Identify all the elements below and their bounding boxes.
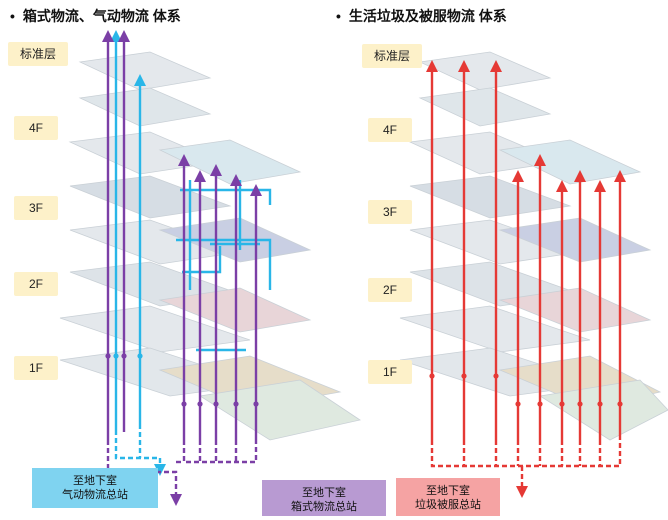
right-floor-label-3f: 3F	[368, 200, 412, 224]
bullet: •	[10, 8, 15, 24]
left-floor-label-1f: 1F	[14, 356, 58, 380]
callout-waste-line2: 垃圾被服总站	[415, 499, 481, 511]
right-nodes	[429, 373, 623, 407]
right-floor-label-2f: 2F	[368, 278, 412, 302]
right-panel-title: • 生活垃圾及被服物流 体系	[336, 6, 507, 26]
right-floor-label-standard: 标准层	[362, 44, 422, 68]
pneumatic-lines	[110, 30, 272, 476]
right-title-text: 生活垃圾及被服物流 体系	[348, 8, 507, 24]
right-floor-label-1f: 1F	[368, 360, 412, 384]
left-blue-nodes	[113, 353, 143, 359]
right-building	[399, 51, 668, 441]
callout-box-line2: 箱式物流总站	[291, 501, 357, 513]
left-floor-label-3f: 3F	[14, 196, 58, 220]
bullet: •	[336, 8, 341, 24]
callout-box-station: 至地下室 箱式物流总站	[262, 480, 386, 516]
callout-waste-station: 至地下室 垃圾被服总站	[396, 478, 500, 516]
callout-pneumatic-line2: 气动物流总站	[62, 489, 128, 501]
left-building	[59, 51, 362, 441]
left-floor-label-4f: 4F	[14, 116, 58, 140]
left-floor-label-2f: 2F	[14, 272, 58, 296]
left-floor-label-standard: 标准层	[8, 42, 68, 66]
right-floor-label-4f: 4F	[368, 118, 412, 142]
callout-pneumatic-line1: 至地下室	[73, 475, 117, 487]
callout-box-line1: 至地下室	[302, 487, 346, 499]
box-lines	[102, 30, 262, 506]
callout-waste-line1: 至地下室	[426, 485, 470, 497]
left-title-text: 箱式物流、气动物流 体系	[22, 8, 181, 24]
left-nodes	[105, 353, 259, 407]
callout-pneumatic-station: 至地下室 气动物流总站	[32, 468, 158, 508]
left-panel-title: • 箱式物流、气动物流 体系	[10, 6, 181, 26]
